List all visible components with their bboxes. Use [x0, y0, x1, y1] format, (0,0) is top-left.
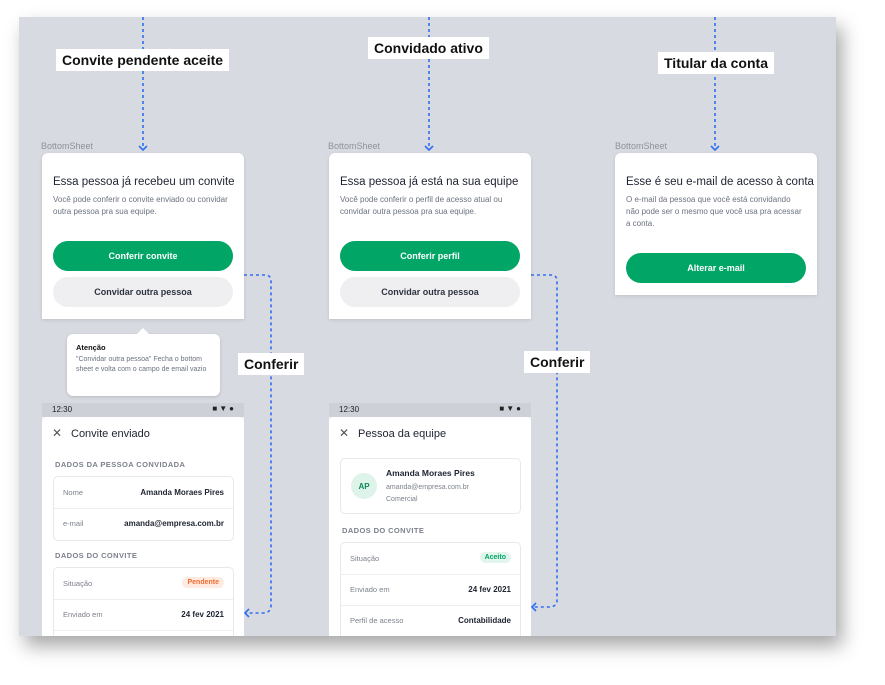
sheet-title: Essa pessoa já recebeu um convite: [53, 176, 235, 188]
close-icon[interactable]: ✕: [339, 426, 350, 440]
info-row-sent: Enviado em 24 fev 2021: [54, 599, 233, 631]
info-row-email: e-mail amanda@empresa.com.br: [54, 508, 233, 539]
bottomsheet-label-2: BottomSheet: [328, 141, 381, 151]
row-key: Situação: [63, 579, 93, 588]
invite-info-box: Situação Pendente Enviado em 24 fev 2021: [53, 567, 234, 636]
status-time: 12:30: [339, 405, 360, 414]
row-key: Enviado em: [63, 610, 103, 619]
tooltip-arrow: [137, 328, 149, 334]
status-bar: 12:30 ■▼●: [329, 403, 531, 417]
row-key: e-mail: [63, 519, 84, 528]
attention-tooltip: Atenção "Convidar outra pessoa" Fecha o …: [67, 328, 220, 396]
guest-info-box: Nome Amanda Moraes Pires e-mail amanda@e…: [53, 476, 234, 541]
row-value: 24 fev 2021: [181, 610, 224, 619]
person-name: Amanda Moraes Pires: [386, 468, 475, 478]
invite-another-button[interactable]: Convidar outra pessoa: [340, 277, 520, 307]
label-check-1: Conferir: [238, 353, 305, 375]
section-invite-data: DADOS DO CONVITE: [342, 526, 425, 535]
label-account-holder: Titular da conta: [658, 52, 774, 74]
invite-another-button[interactable]: Convidar outra pessoa: [53, 277, 233, 307]
section-invite-data: DADOS DO CONVITE: [55, 551, 138, 560]
info-row-status: Situação Aceito: [341, 543, 520, 575]
person-email: amanda@empresa.com.br: [386, 484, 469, 491]
flow-connectors: [138, 17, 720, 618]
bottomsheet-active-guest: Essa pessoa já está na sua equipe Você p…: [329, 153, 531, 319]
screen-card: ✕ Convite enviado DADOS DA PESSOA CONVID…: [42, 417, 244, 636]
status-bar: 12:30 ■▼●: [42, 403, 244, 417]
sheet-description: Você pode conferir o convite enviado ou …: [53, 195, 228, 216]
connector-check-2: [530, 274, 558, 612]
bottomsheet-label-3: BottomSheet: [615, 141, 668, 151]
info-row-name: Nome Amanda Moraes Pires: [54, 477, 233, 509]
person-department: Comercial: [386, 496, 418, 503]
row-value: Contabilidade: [458, 616, 511, 625]
screen-card: ✕ Pessoa da equipe AP Amanda Moraes Pire…: [329, 417, 531, 636]
flow-canvas: Convite pendente aceite Convidado ativo …: [19, 17, 836, 636]
check-profile-button[interactable]: Conferir perfil: [340, 241, 520, 271]
row-key: Perfil de acesso: [350, 616, 404, 625]
screen-title: Pessoa da equipe: [358, 428, 447, 440]
info-row-profile: Perfil de acesso Contabilidade: [341, 605, 520, 636]
screen-team-member: 12:30 ■▼● ✕ Pessoa da equipe AP Amanda M…: [329, 403, 531, 636]
label-check-2: Conferir: [524, 351, 591, 373]
status-badge: Aceito: [479, 552, 511, 563]
label-active-guest: Convidado ativo: [368, 37, 489, 59]
sheet-title: Esse é seu e-mail de acesso à conta: [626, 176, 814, 188]
screen-title: Convite enviado: [71, 428, 150, 440]
tooltip-text: "Convidar outra pessoa" Fecha o bottom s…: [76, 356, 207, 373]
status-icons: ■▼●: [499, 404, 523, 413]
row-key: Enviado em: [350, 585, 390, 594]
sheet-title: Essa pessoa já está na sua equipe: [340, 176, 519, 188]
info-row-status: Situação Pendente: [54, 568, 233, 600]
status-time: 12:30: [52, 405, 73, 414]
change-email-button[interactable]: Alterar e-mail: [626, 253, 806, 283]
row-value: amanda@empresa.com.br: [124, 519, 224, 528]
label-pending-accepted: Convite pendente aceite: [56, 49, 230, 71]
bottomsheet-account-holder: Esse é seu e-mail de acesso à conta O e-…: [615, 153, 817, 295]
check-invite-button[interactable]: Conferir convite: [53, 241, 233, 271]
info-row-sent: Enviado em 24 fev 2021: [341, 574, 520, 606]
row-value: 24 fev 2021: [468, 585, 511, 594]
person-card[interactable]: AP Amanda Moraes Pires amanda@empresa.co…: [340, 458, 521, 514]
status-badge: Pendente: [182, 577, 224, 588]
status-icons: ■▼●: [212, 404, 236, 413]
section-guest-data: DADOS DA PESSOA CONVIDADA: [55, 460, 186, 469]
avatar: AP: [351, 473, 377, 499]
bottomsheet-label-1: BottomSheet: [41, 141, 94, 151]
invite-info-box: Situação Aceito Enviado em 24 fev 2021 P…: [340, 542, 521, 636]
row-value: Amanda Moraes Pires: [140, 488, 224, 497]
tooltip-title: Atenção: [76, 343, 106, 352]
row-key: Situação: [350, 554, 380, 563]
row-key: Nome: [63, 488, 84, 497]
bottomsheet-invite-pending: Essa pessoa já recebeu um convite Você p…: [42, 153, 244, 319]
sheet-description: O e-mail da pessoa que você está convida…: [626, 195, 802, 228]
close-icon[interactable]: ✕: [52, 426, 63, 440]
connector-check-1: [243, 274, 272, 618]
sheet-description: Você pode conferir o perfil de acesso at…: [340, 195, 503, 216]
screen-invite-sent: 12:30 ■▼● ✕ Convite enviado DADOS DA PES…: [42, 403, 244, 636]
